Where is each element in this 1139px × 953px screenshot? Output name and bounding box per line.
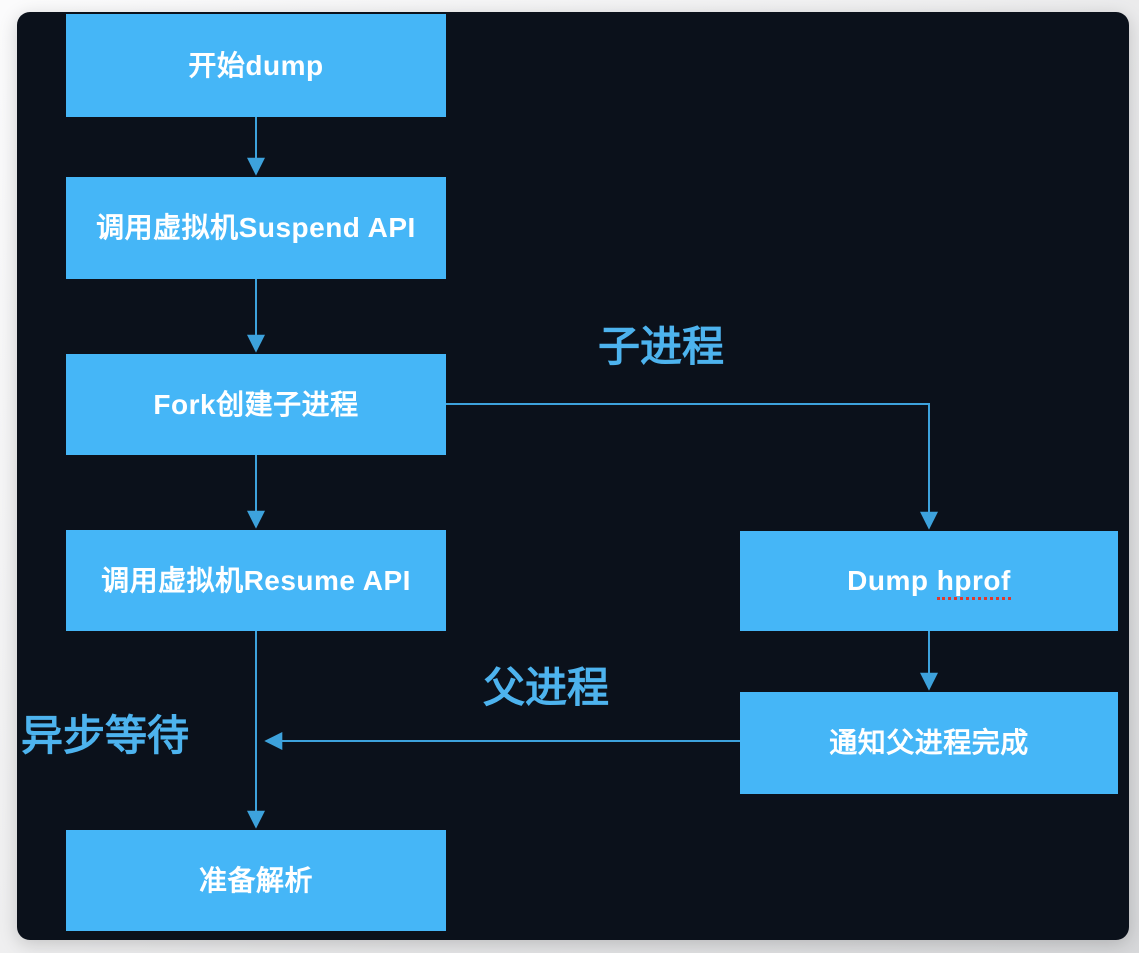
node-dump-hprof-word-hprof-misspelled: hprof — [936, 565, 1011, 601]
node-notify-parent: 通知父进程完成 — [740, 692, 1118, 794]
flow-connectors — [247, 117, 938, 829]
node-start-dump: 开始dump — [66, 14, 446, 117]
node-prepare-parse: 准备解析 — [66, 830, 446, 931]
node-fork-child: Fork创建子进程 — [66, 354, 446, 455]
node-prepare-parse-label: 准备解析 — [198, 864, 313, 896]
edge-fork-to-dump — [446, 403, 938, 530]
edge-label-async-wait: 异步等待 — [21, 712, 190, 759]
node-start-dump-label: 开始dump — [188, 49, 324, 81]
flowchart-panel: 开始dump 调用虚拟机Suspend API Fork创建子进程 调用虚拟机R… — [17, 12, 1129, 940]
node-dump-hprof: Dump hprof — [740, 531, 1118, 631]
node-call-resume-api: 调用虚拟机Resume API — [66, 530, 446, 631]
edge-label-parent-process: 父进程 — [483, 664, 610, 711]
node-call-suspend-api-label: 调用虚拟机Suspend API — [96, 212, 416, 244]
edge-label-child-process: 子进程 — [598, 323, 725, 370]
node-fork-child-label: Fork创建子进程 — [153, 388, 359, 420]
node-dump-hprof-label: Dump hprof — [847, 564, 1011, 601]
node-call-resume-api-label: 调用虚拟机Resume API — [101, 564, 411, 596]
node-dump-hprof-word-dump: Dump — [847, 565, 937, 597]
node-notify-parent-label: 通知父进程完成 — [829, 727, 1029, 759]
node-call-suspend-api: 调用虚拟机Suspend API — [66, 177, 446, 279]
